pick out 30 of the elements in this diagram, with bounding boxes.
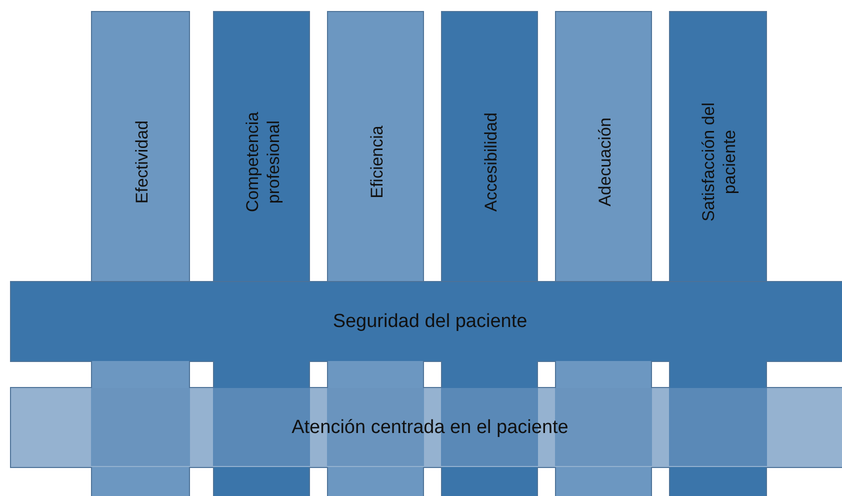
column-label: Adecuación <box>594 116 615 208</box>
column-segment <box>327 361 424 388</box>
column-segment <box>669 361 767 388</box>
column-segment <box>213 467 310 496</box>
pillar-column <box>91 11 190 282</box>
column-label: Efectividad <box>131 119 152 206</box>
pillar-column <box>669 11 767 282</box>
column-segment <box>555 361 652 388</box>
pillar-column <box>555 11 652 282</box>
column-segment <box>668 388 766 466</box>
column-label: Accesibilidad <box>480 111 501 214</box>
horizontal-band <box>10 387 842 468</box>
pillar-column <box>441 11 538 282</box>
column-segment <box>91 467 190 496</box>
column-segment <box>213 361 310 388</box>
column-segment <box>441 361 538 388</box>
pillar-column <box>213 11 310 282</box>
column-label: Eficiencia <box>366 124 387 200</box>
column-label: Competencia profesional <box>242 110 284 214</box>
horizontal-band <box>10 281 842 362</box>
band-label: Atención centrada en el paciente <box>290 416 570 438</box>
column-segment <box>90 388 190 466</box>
column-segment <box>91 361 190 388</box>
band-label: Seguridad del paciente <box>332 310 528 332</box>
column-segment <box>669 467 767 496</box>
column-segment <box>327 467 424 496</box>
column-segment <box>441 467 538 496</box>
pillar-column <box>327 11 424 282</box>
column-segment <box>555 467 652 496</box>
column-label: Satisfacción del paciente <box>698 101 740 223</box>
